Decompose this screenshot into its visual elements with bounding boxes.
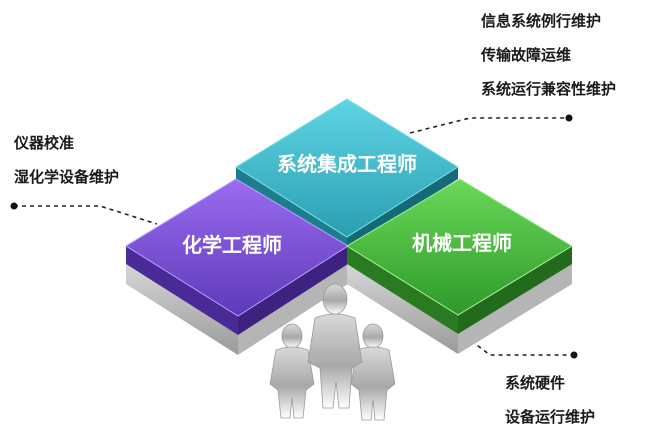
tile-right-label: 机械工程师: [412, 231, 512, 255]
connector-top-right: [409, 114, 573, 134]
note-item: 信息系统例行维护: [481, 12, 602, 30]
people-icon: [269, 283, 396, 421]
note-item: 系统运行兼容性维护: [481, 80, 617, 98]
tile-right: [346, 178, 573, 354]
tile-left-label: 化学工程师: [182, 233, 282, 257]
note-item: 仪器校准: [14, 134, 75, 152]
person-middle-icon: [307, 283, 363, 409]
tile-top-label: 系统集成工程师: [277, 152, 417, 176]
connector-left: [10, 202, 158, 225]
notes-bottom-right: 系统硬件 设备运行维护: [505, 366, 595, 434]
note-item: 传输故障运维: [481, 46, 572, 64]
note-item: 系统硬件: [505, 374, 566, 392]
person-left-icon: [269, 323, 315, 419]
notes-top-right: 信息系统例行维护 传输故障运维 系统运行兼容性维护: [481, 4, 616, 106]
note-item: 设备运行维护: [505, 408, 596, 426]
note-item: 湿化学设备维护: [14, 168, 120, 186]
connector-bottom-right: [464, 335, 578, 359]
tile-left: [125, 178, 349, 355]
person-right-icon: [350, 323, 396, 421]
notes-left: 仪器校准 湿化学设备维护: [14, 126, 119, 194]
